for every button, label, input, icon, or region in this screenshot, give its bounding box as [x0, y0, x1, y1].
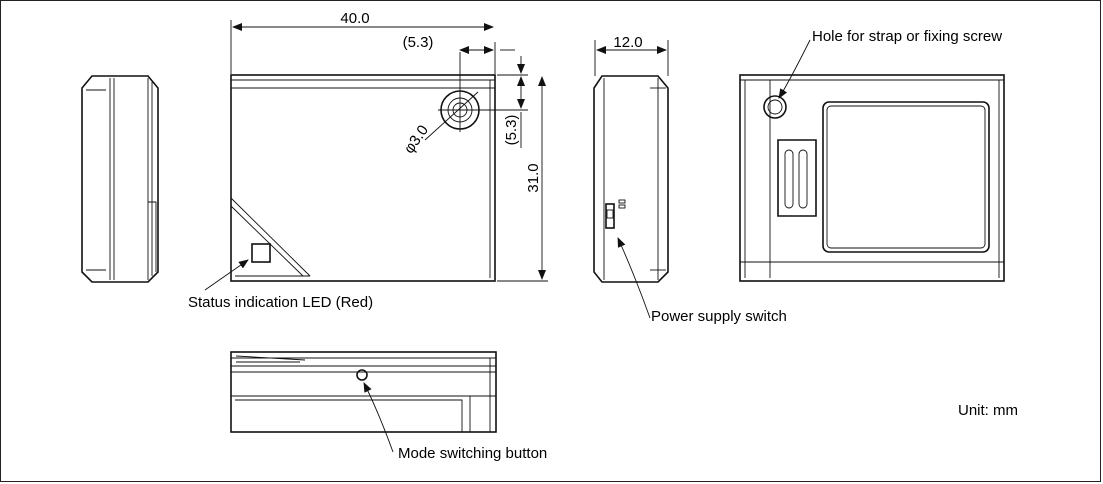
dimension-lines — [230, 20, 669, 282]
strap-hole-label: Hole for strap or fixing screw — [812, 28, 1002, 45]
dim-width: 40.0 — [340, 10, 369, 27]
front-view — [230, 52, 496, 282]
status-led-label: Status indication LED (Red) — [188, 294, 373, 311]
bottom-view — [230, 351, 497, 433]
status-led — [251, 243, 271, 263]
dim-hole-offset-y: (5.3) — [503, 115, 520, 146]
dim-hole-diameter: φ3.0 — [401, 122, 432, 157]
dim-height: 31.0 — [525, 163, 542, 192]
power-switch — [605, 203, 615, 229]
dim-hole-offset-x: (5.3) — [403, 34, 434, 51]
back-view — [739, 74, 1005, 282]
unit-label: Unit: mm — [958, 402, 1018, 419]
callout-leaders — [204, 39, 811, 453]
dim-depth: 12.0 — [613, 34, 642, 51]
power-switch-label: Power supply switch — [651, 308, 787, 325]
strap-hole-back — [763, 95, 787, 119]
back-label-panel — [822, 101, 990, 253]
mode-button — [356, 369, 368, 381]
left-side-view — [81, 75, 159, 283]
mode-button-label: Mode switching button — [398, 445, 547, 462]
right-side-view — [593, 75, 669, 283]
